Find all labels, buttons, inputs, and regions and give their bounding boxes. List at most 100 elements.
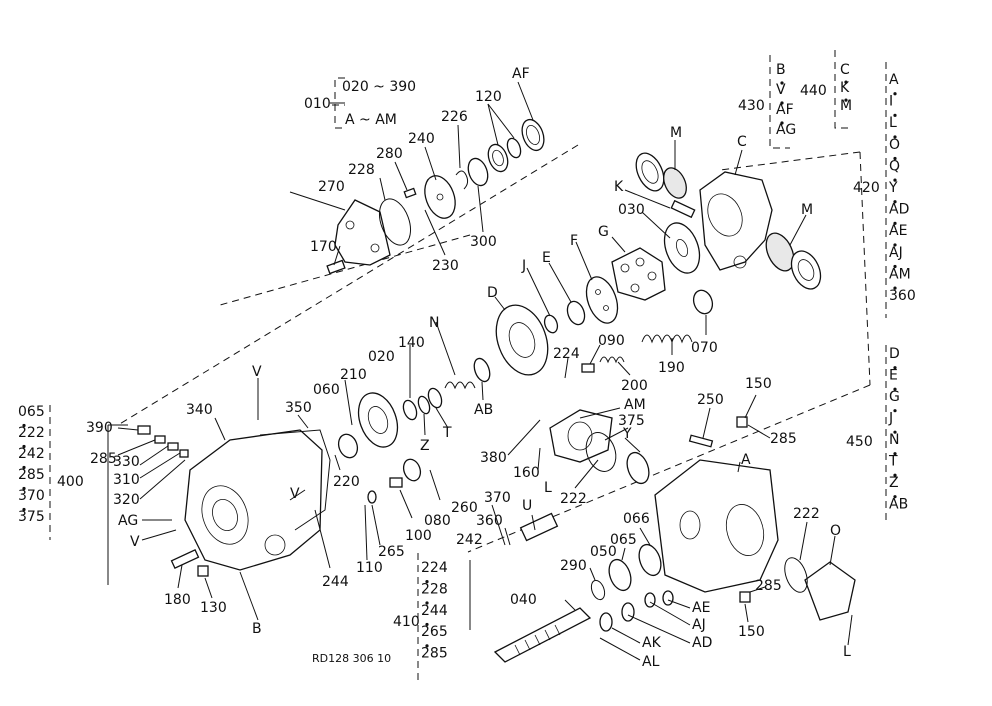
callout-labels: 010 020 ~ 390 A ~ AM AF 120 226 240 280 …	[57, 66, 880, 670]
label-f: F	[570, 233, 578, 249]
kit-item: D	[889, 346, 900, 362]
label-260: 260	[451, 500, 478, 516]
label-g: G	[598, 224, 609, 240]
kit-separator-dot	[780, 101, 784, 105]
part-150-plug-top	[736, 416, 748, 428]
label-380: 380	[480, 450, 507, 466]
label-065: 065	[610, 532, 637, 548]
kit-item: A	[889, 72, 899, 88]
label-150-top: 150	[745, 376, 772, 392]
kit-separator-dot	[893, 286, 897, 290]
label-m-top: M	[670, 125, 682, 141]
label-l-mid: L	[544, 480, 552, 496]
label-l-right: L	[843, 644, 851, 660]
kit-item: AM	[889, 266, 911, 282]
kit-separator-dot	[893, 430, 897, 434]
label-265: 265	[378, 544, 405, 560]
kit-item: J	[888, 411, 893, 427]
kit-separator-dot	[893, 135, 897, 139]
kit-item: O	[889, 137, 900, 153]
label-222-mid: 222	[560, 491, 587, 507]
label-j: J	[521, 258, 526, 274]
label-250: 250	[697, 392, 724, 408]
part-a-housing	[654, 459, 779, 593]
label-300: 300	[470, 234, 497, 250]
label-a-am: A ~ AM	[345, 112, 397, 128]
label-150-bottom: 150	[738, 624, 765, 640]
part-o-cover	[804, 561, 856, 621]
kit-separator-dot	[893, 113, 897, 117]
part-y-seal	[626, 451, 650, 485]
label-270: 270	[318, 179, 345, 195]
part-390-plug	[137, 425, 151, 435]
label-360: 360	[476, 513, 503, 529]
kit-separator-dot	[893, 243, 897, 247]
label-222-right: 222	[793, 506, 820, 522]
part-b-housing	[184, 429, 323, 571]
part-am-cover	[549, 409, 613, 463]
label-210: 210	[340, 367, 367, 383]
kit-item: 228	[421, 581, 448, 597]
kit-separator-dot	[893, 221, 897, 225]
kit-item: AJ	[889, 245, 903, 261]
kit-separator-dot	[22, 486, 26, 491]
part-060-bushing	[337, 433, 359, 459]
label-410: 410	[393, 614, 420, 630]
kit-separator-dot	[425, 622, 429, 627]
kit-separator-dot	[22, 444, 26, 449]
label-aj: AJ	[692, 617, 706, 633]
label-ag-left: AG	[118, 513, 138, 529]
part-250-pin	[688, 434, 714, 448]
label-350: 350	[285, 400, 312, 416]
label-140: 140	[398, 335, 425, 351]
label-228: 228	[348, 162, 375, 178]
part-244-gasket	[259, 429, 331, 531]
part-100-pin	[389, 477, 403, 488]
label-290: 290	[560, 558, 587, 574]
label-320: 320	[113, 492, 140, 508]
kit-separator-dot	[780, 121, 784, 125]
part-f-plate	[585, 276, 619, 324]
part-190-spring	[641, 334, 693, 344]
kit-separator-dot	[22, 507, 26, 512]
label-060: 060	[313, 382, 340, 398]
part-g-cylinder-pistons	[611, 247, 666, 301]
label-n: N	[429, 315, 439, 331]
part-270-cover-plate	[334, 199, 391, 266]
label-244: 244	[322, 574, 349, 590]
part-222-o-ring-right	[784, 557, 808, 593]
label-ad: AD	[692, 635, 712, 651]
label-030: 030	[618, 202, 645, 218]
label-242: 242	[456, 532, 483, 548]
label-120: 120	[475, 89, 502, 105]
kit-item: AB	[889, 497, 908, 513]
part-170-bolt	[326, 259, 346, 275]
label-200: 200	[621, 378, 648, 394]
label-o: O	[830, 523, 841, 539]
kit-item: AE	[889, 223, 907, 239]
label-230: 230	[432, 258, 459, 274]
label-ak: AK	[642, 635, 662, 651]
kit-item: 375	[18, 509, 45, 525]
kit-item: Y	[888, 180, 898, 196]
kit-item: T	[888, 454, 898, 470]
part-c-housing	[699, 171, 773, 271]
kit-item: I	[889, 94, 893, 110]
kit-item: 242	[18, 446, 45, 462]
part-n-spring	[444, 381, 476, 390]
label-430: 430	[738, 98, 765, 114]
kit-separator-dot	[893, 473, 897, 477]
part-090-plug	[581, 363, 595, 373]
label-050: 050	[590, 544, 617, 560]
kit-item: E	[889, 368, 898, 384]
part-130-plug	[197, 565, 209, 577]
kit-separator-dot	[893, 92, 897, 96]
label-010: 010	[304, 96, 331, 112]
kit-item: K	[840, 80, 850, 96]
label-y-mid: Y	[622, 426, 632, 442]
label-400: 400	[57, 474, 84, 490]
kit-item: 244	[421, 603, 448, 619]
kit-item: V	[776, 82, 786, 98]
